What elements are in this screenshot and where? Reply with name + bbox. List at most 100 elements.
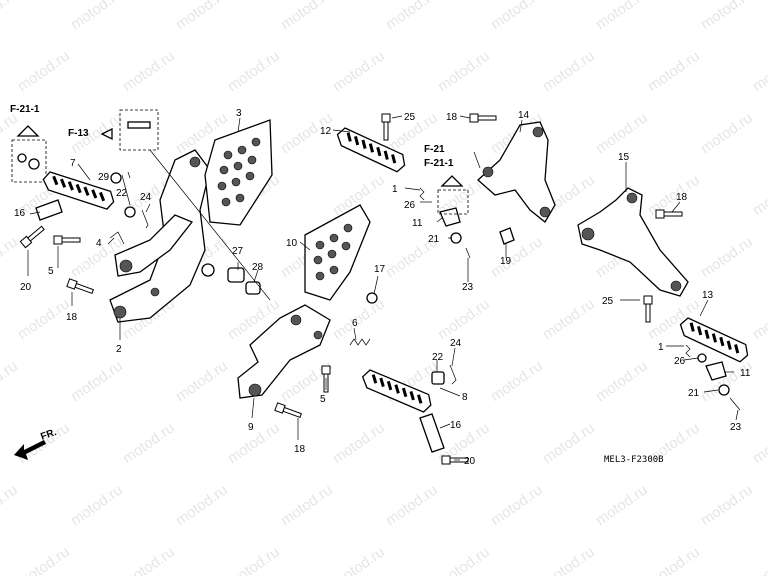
heel-guard-3 xyxy=(204,119,273,226)
part-callout: 24 xyxy=(450,338,462,349)
part-callout: 12 xyxy=(320,126,332,137)
watermark-text: motod.ru xyxy=(698,233,756,281)
up-arrow-icon xyxy=(16,125,40,137)
watermark-text: motod.ru xyxy=(698,109,756,157)
watermark-text: motod.ru xyxy=(540,47,598,95)
collar-27 xyxy=(227,267,245,283)
watermark-text: motod.ru xyxy=(278,0,336,33)
reference-label: F-21-1 xyxy=(424,158,454,169)
front-direction-label: FR. xyxy=(39,427,58,443)
watermark-text: motod.ru xyxy=(750,543,768,576)
part-callout: 25 xyxy=(404,112,416,123)
reference-label: F-21 xyxy=(424,144,445,155)
part-callout: 18 xyxy=(676,192,688,203)
watermark-text: motod.ru xyxy=(435,295,493,343)
part-callout: 29 xyxy=(98,172,110,183)
part-callout: 10 xyxy=(286,238,298,249)
part-callout: 21 xyxy=(688,388,700,399)
ref-box-f13 xyxy=(119,109,159,151)
watermark-text: motod.ru xyxy=(68,357,126,405)
watermark-text: motod.ru xyxy=(698,357,756,405)
part-callout: 21 xyxy=(428,234,440,245)
upper-passenger-footpeg-assembly xyxy=(330,113,556,282)
part-callout: 22 xyxy=(432,352,444,363)
footpeg-bracket-9 xyxy=(237,304,331,399)
part-callout: 23 xyxy=(462,282,474,293)
watermark-text: motod.ru xyxy=(225,47,283,95)
right-arrow-icon xyxy=(100,127,113,141)
part-callout: 26 xyxy=(674,356,686,367)
part-callout: 15 xyxy=(618,152,630,163)
watermark-text: motod.ru xyxy=(750,171,768,219)
pin-16 xyxy=(35,199,63,221)
watermark-text: motod.ru xyxy=(120,543,178,576)
watermark-text: motod.ru xyxy=(645,543,703,576)
part-callout: 11 xyxy=(740,368,751,379)
ref-box-left xyxy=(11,139,47,183)
center-footpeg-assembly xyxy=(237,204,469,465)
watermark-text: motod.ru xyxy=(173,481,231,529)
watermark-text: motod.ru xyxy=(0,481,21,529)
pin-16-center xyxy=(419,413,445,453)
part-callout: 16 xyxy=(450,420,462,431)
watermark-text: motod.ru xyxy=(225,419,283,467)
front-direction-arrow xyxy=(14,440,46,460)
watermark-text: motod.ru xyxy=(540,419,598,467)
footpeg-bracket-14 xyxy=(477,121,556,223)
watermark-text: motod.ru xyxy=(330,47,388,95)
part-callout: 18 xyxy=(446,112,458,123)
heel-guard-10-holes xyxy=(313,223,353,281)
watermark-text: motod.ru xyxy=(173,0,231,33)
watermark-text: motod.ru xyxy=(750,295,768,343)
watermark-text: motod.ru xyxy=(645,47,703,95)
heel-guard-10 xyxy=(304,204,371,301)
watermark-text: motod.ru xyxy=(750,47,768,95)
watermark-text: motod.ru xyxy=(435,47,493,95)
watermark-text: motod.ru xyxy=(0,357,21,405)
part-callout: 14 xyxy=(518,110,530,121)
watermark-text: motod.ru xyxy=(488,357,546,405)
watermark-text: motod.ru xyxy=(225,543,283,576)
left-rider-footpeg-assembly xyxy=(11,109,273,340)
part-callout: 7 xyxy=(70,158,76,169)
watermark-text: motod.ru xyxy=(15,543,73,576)
part-callout: 22 xyxy=(116,188,128,199)
up-arrow-icon xyxy=(440,175,464,187)
part-callout: 20 xyxy=(20,282,32,293)
footpeg-13 xyxy=(673,315,755,365)
watermark-text: motod.ru xyxy=(383,481,441,529)
watermark-text: motod.ru xyxy=(278,481,336,529)
watermark-text: motod.ru xyxy=(698,481,756,529)
washer-28 xyxy=(245,281,261,295)
holder-11 xyxy=(439,207,461,227)
watermark-text: motod.ru xyxy=(488,0,546,33)
watermark-text: motod.ru xyxy=(540,543,598,576)
part-callout: 1 xyxy=(658,342,664,353)
watermark-text: motod.ru xyxy=(68,481,126,529)
watermark-text: motod.ru xyxy=(68,0,126,33)
watermark-text: motod.ru xyxy=(15,295,73,343)
diagram-code: MEL3-F2300B xyxy=(604,455,664,465)
part-callout: 1 xyxy=(392,184,398,195)
footpeg-bracket-15 xyxy=(577,187,689,297)
watermark-text: motod.ru xyxy=(488,233,546,281)
part-callout: 6 xyxy=(352,318,358,329)
watermark-text: motod.ru xyxy=(173,357,231,405)
part-callout: 5 xyxy=(320,394,326,405)
watermark-text: motod.ru xyxy=(750,419,768,467)
part-callout: 23 xyxy=(730,422,742,433)
watermark-text: motod.ru xyxy=(120,419,178,467)
part-callout: 27 xyxy=(232,246,244,257)
watermark-text: motod.ru xyxy=(330,295,388,343)
watermark-text: motod.ru xyxy=(593,109,651,157)
reference-label: F-13 xyxy=(68,128,89,139)
spring-6 xyxy=(349,338,371,346)
part-callout: 11 xyxy=(412,218,423,229)
part-callout: 20 xyxy=(464,456,476,467)
watermark-text: motod.ru xyxy=(15,47,73,95)
watermark-text: motod.ru xyxy=(383,0,441,33)
part-callout: 18 xyxy=(294,444,306,455)
watermark-text: motod.ru xyxy=(435,543,493,576)
